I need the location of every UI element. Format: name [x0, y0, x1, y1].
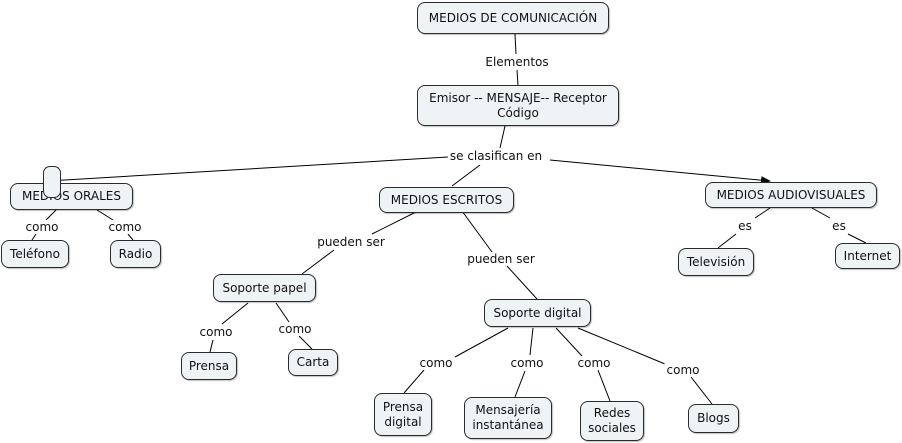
resize-handle[interactable] [43, 166, 61, 198]
concept-medios-orales[interactable]: MEDIOS ORALES [10, 183, 133, 210]
concept-mensajeria-instantanea[interactable]: Mensajería instantánea [464, 397, 552, 439]
concept-telefono[interactable]: Teléfono [1, 240, 69, 268]
link-label-como-telefono[interactable]: como [23, 220, 61, 234]
concept-internet[interactable]: Internet [835, 243, 900, 269]
link-label-como-prensa[interactable]: como [197, 325, 235, 339]
link-label-elementos[interactable]: Elementos [483, 55, 551, 69]
link-label-como-radio[interactable]: como [106, 220, 144, 234]
concept-radio[interactable]: Radio [110, 240, 161, 268]
link-label-como-redes[interactable]: como [575, 356, 613, 370]
link-label-como-blogs[interactable]: como [664, 363, 702, 377]
concept-prensa-digital[interactable]: Prensa digital [374, 393, 432, 436]
link-label-como-carta[interactable]: como [276, 322, 314, 336]
link-label-es-television[interactable]: es [736, 219, 754, 233]
link-label-como-mensajeria[interactable]: como [508, 356, 546, 370]
link-label-es-internet[interactable]: es [830, 219, 848, 233]
concept-medios-de-comunicacion[interactable]: MEDIOS DE COMUNICACIÓN [417, 2, 609, 34]
concept-redes-sociales[interactable]: Redes sociales [580, 401, 644, 441]
concept-medios-escritos[interactable]: MEDIOS ESCRITOS [379, 187, 514, 213]
concept-emisor-mensaje-receptor[interactable]: Emisor -- MENSAJE-- Receptor Código [417, 85, 619, 126]
link-label-pueden-ser-papel[interactable]: pueden ser [315, 235, 387, 249]
concept-television[interactable]: Televisión [678, 248, 754, 276]
concept-prensa[interactable]: Prensa [181, 352, 237, 380]
link-label-se-clasifican-en[interactable]: se clasifican en [447, 149, 545, 163]
link-label-como-prensa-digital[interactable]: como [417, 356, 455, 370]
concept-carta[interactable]: Carta [288, 349, 338, 376]
concept-blogs[interactable]: Blogs [688, 404, 739, 433]
link-label-pueden-ser-digital[interactable]: pueden ser [465, 252, 537, 266]
concept-soporte-digital[interactable]: Soporte digital [484, 299, 591, 327]
concept-medios-audiovisuales[interactable]: MEDIOS AUDIOVISUALES [705, 182, 877, 208]
concept-soporte-papel[interactable]: Soporte papel [213, 274, 316, 302]
